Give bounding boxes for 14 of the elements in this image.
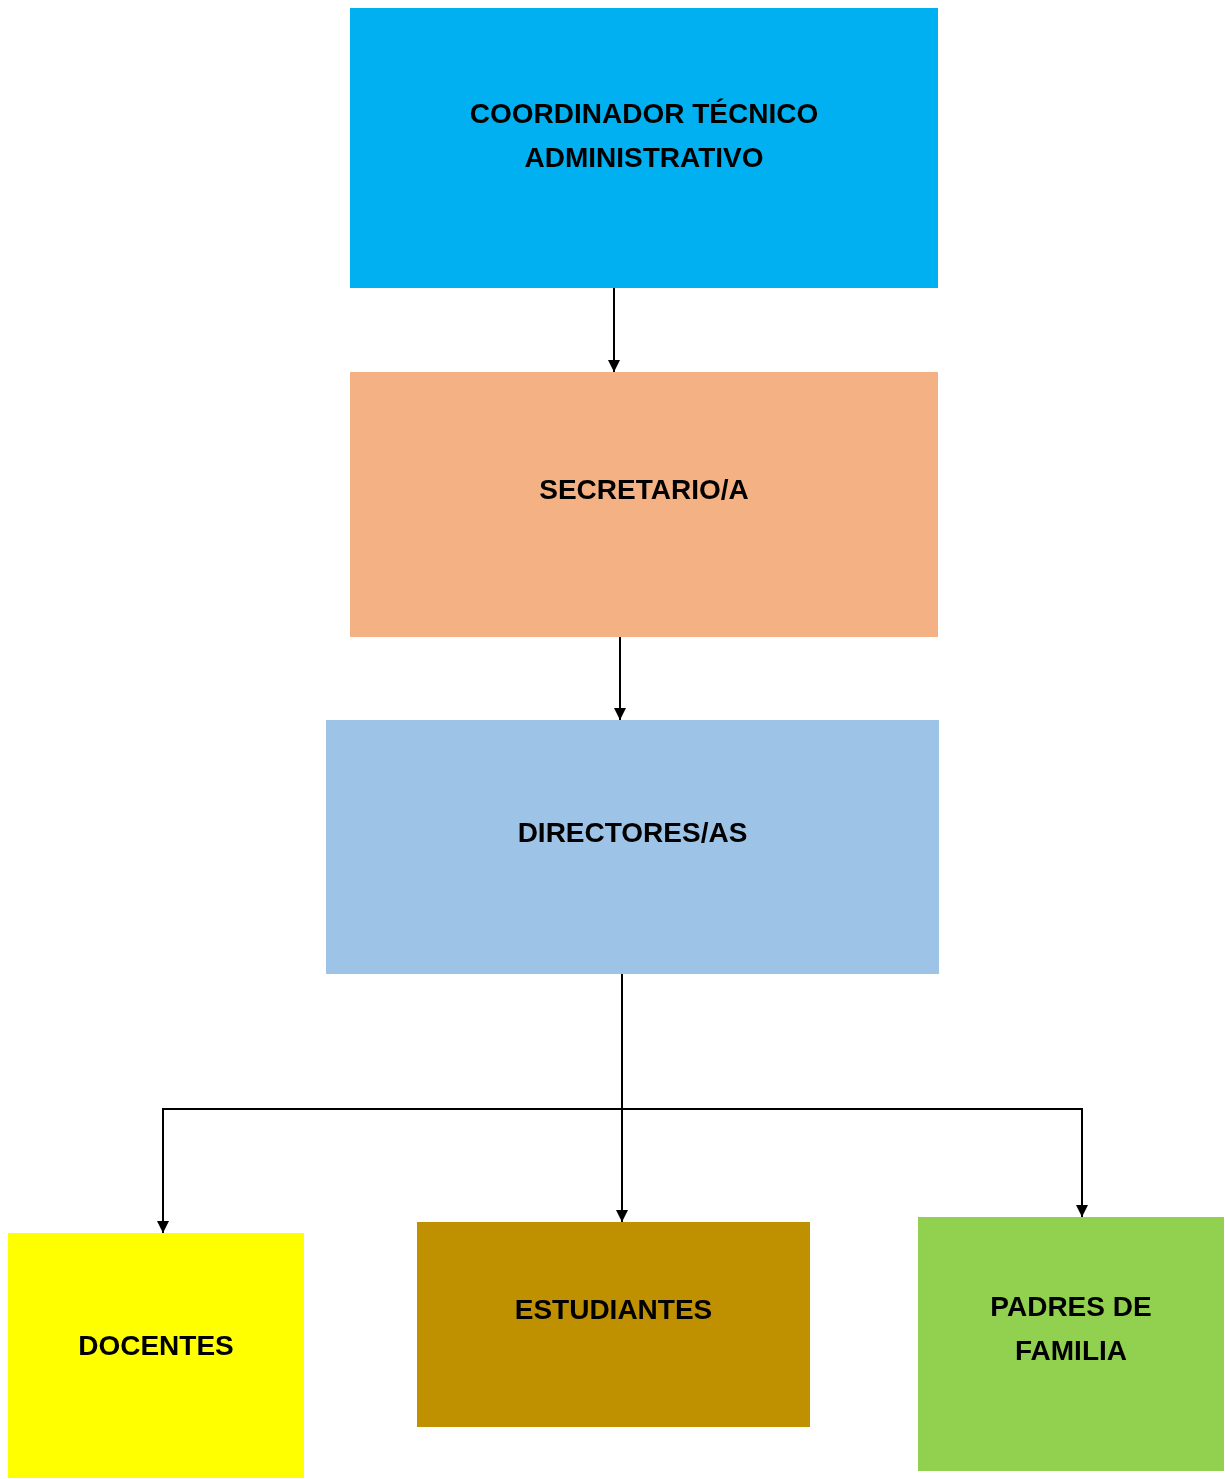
box-label: PADRES DE FAMILIA: [989, 1290, 1153, 1368]
org-box: [918, 1217, 1224, 1471]
org-box: [8, 1233, 304, 1478]
box-label: SECRETARIO/A: [539, 473, 749, 507]
org-box: [326, 720, 939, 974]
box-label: DOCENTES: [78, 1329, 234, 1363]
box-label: ESTUDIANTES: [514, 1293, 713, 1327]
arrow: [608, 287, 620, 373]
arrow: [614, 636, 626, 721]
org-box: [350, 8, 938, 288]
box-label: COORDINADOR TÉCNICO ADMINISTRATIVO: [468, 97, 820, 175]
org-box: [350, 372, 938, 637]
org-box: [417, 1222, 810, 1427]
box-label: DIRECTORES/AS: [517, 816, 748, 850]
